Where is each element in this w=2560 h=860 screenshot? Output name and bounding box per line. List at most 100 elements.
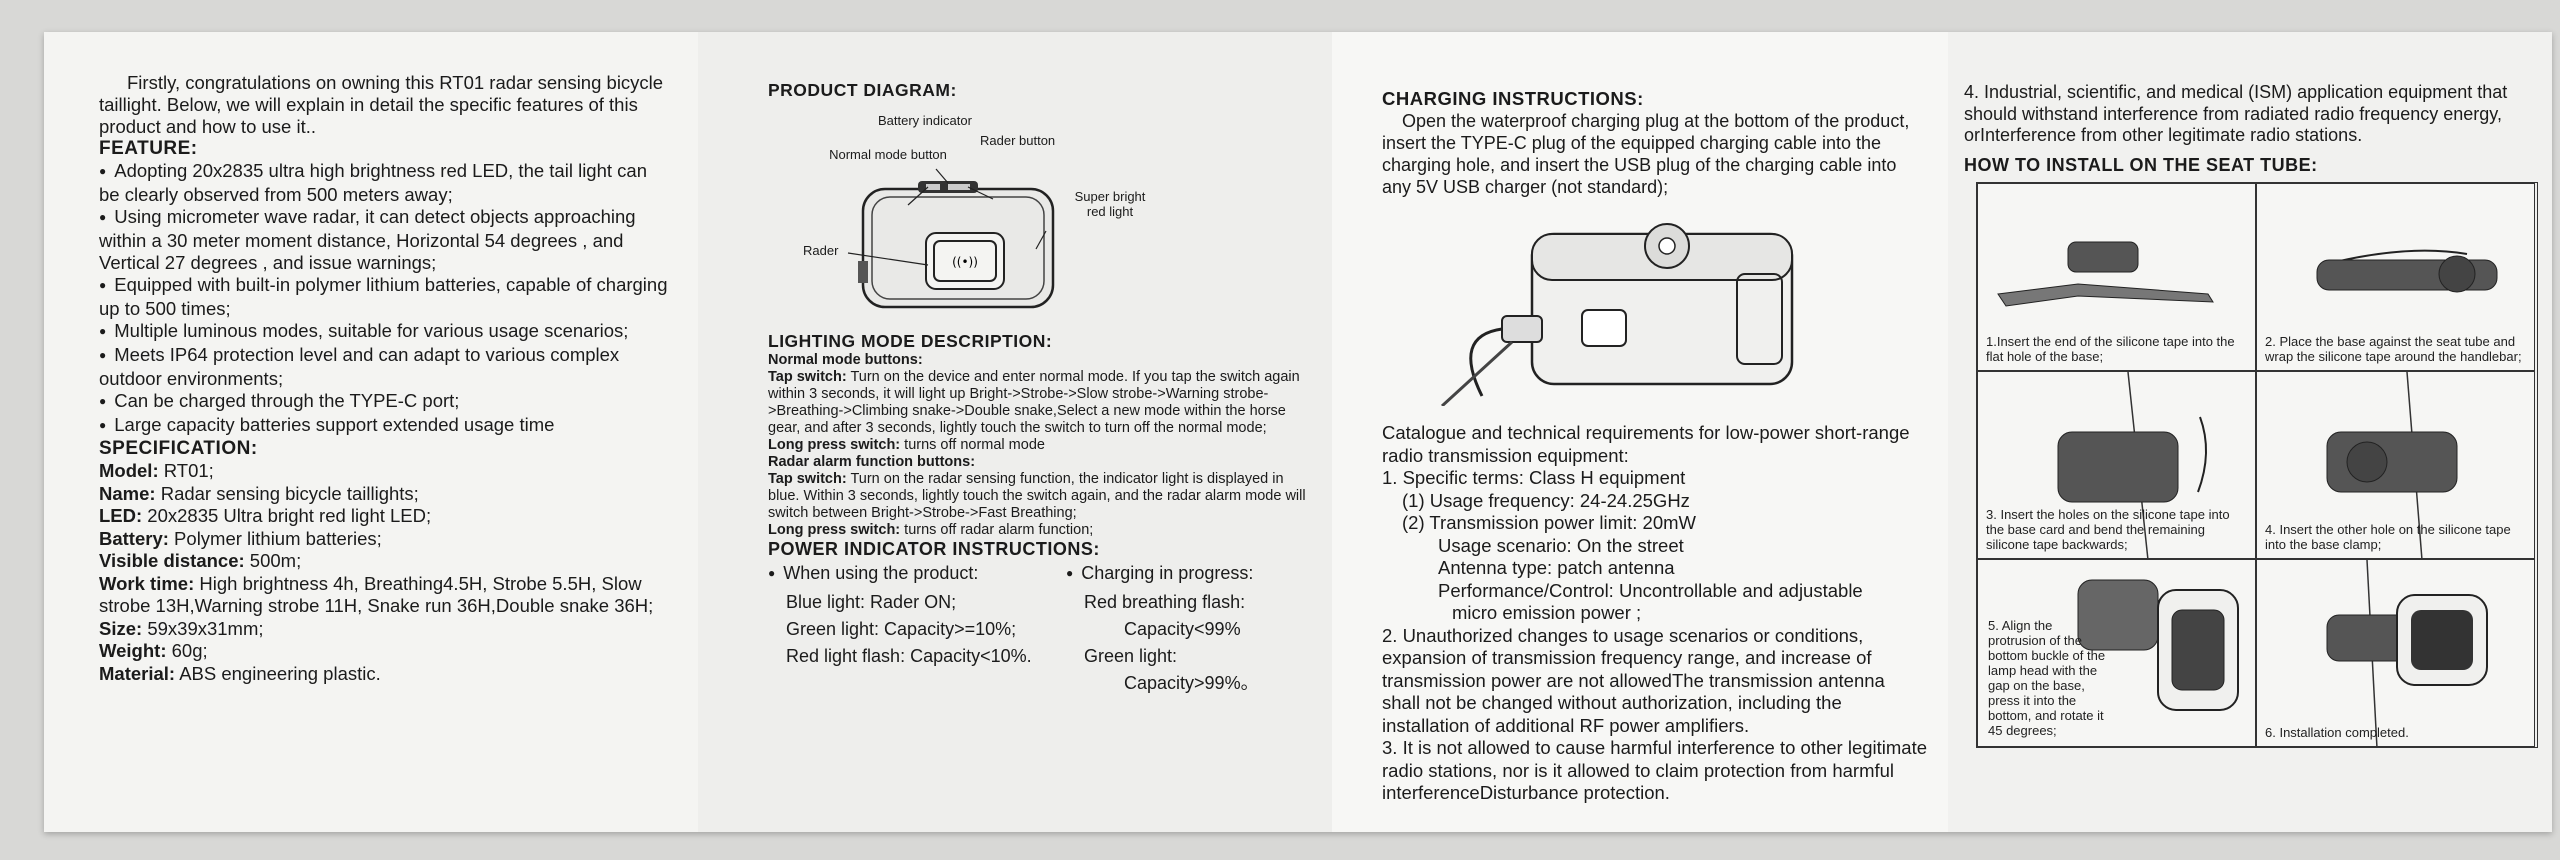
tap-switch-normal: Tap switch: Turn on the device and enter… xyxy=(768,369,1312,437)
spec-label: Battery: xyxy=(99,527,169,549)
spec-value: 59x39x31mm; xyxy=(142,617,264,639)
spec-row: Material: ABS engineering plastic. xyxy=(99,663,668,686)
spec-label: LED: xyxy=(99,505,143,526)
step-caption: 4. Insert the other hole on the silicone… xyxy=(2265,521,2511,552)
rule-2: 2. Unauthorized changes to usage scenari… xyxy=(1382,624,1885,736)
term-line: Antenna type: patch antenna xyxy=(1438,557,1675,578)
install-steps-grid: 1.Insert the end of the silicone tape in… xyxy=(1976,181,2538,748)
spec-value: High brightness 4h, Breathing4.5H, Strob… xyxy=(99,572,654,617)
power-line: Blue light: Rader ON; xyxy=(786,592,957,612)
spec-row: Work time: High brightness 4h, Breathing… xyxy=(99,573,668,618)
bend-strap-icon xyxy=(2057,371,2208,558)
feature-heading: FEATURE: xyxy=(99,138,198,159)
spec-row: Weight: 60g; xyxy=(99,640,668,663)
intro-text: Firstly, congratulations on owning this … xyxy=(99,72,664,137)
power-line: Capacity>99%。 xyxy=(1124,673,1259,693)
spec-label: Work time: xyxy=(99,572,195,594)
callout-rader-button: Rader button xyxy=(980,133,1056,148)
tap-label: Tap switch: xyxy=(768,471,847,487)
spec-row: Visible distance: 500m; xyxy=(99,550,668,573)
catalogue-text: Catalogue and technical requirements for… xyxy=(1382,422,1910,466)
spec-row: Battery: Polymer lithium batteries; xyxy=(99,528,668,551)
callout-battery-indicator: Battery indicator xyxy=(878,113,972,128)
long-label: Long press switch: xyxy=(768,437,901,453)
term-line: (2) Transmission power limit: 20mW xyxy=(1402,512,1697,533)
charging-device-icon xyxy=(1440,223,1794,408)
spec-label: Model: xyxy=(99,460,159,481)
panel-charging: CHARGING INSTRUCTIONS: Open the waterpro… xyxy=(1332,32,1948,832)
spec-value: ABS engineering plastic. xyxy=(175,662,381,684)
install-step-5: 5. Align the protrusion of the bottom bu… xyxy=(1977,558,2256,747)
power-line: Red light flash: Capacity<10%. xyxy=(786,646,1032,666)
spec-label: Name: xyxy=(99,482,156,504)
power-line: Charging in progress: xyxy=(1066,560,1306,589)
term-line: Performance/Control: Uncontrollable and … xyxy=(1438,579,1863,601)
install-step-6: 6. Installation completed. xyxy=(2256,558,2535,747)
charging-heading: CHARGING INSTRUCTIONS: xyxy=(1382,88,1644,109)
installed-lamp-icon xyxy=(2326,559,2488,746)
tap-switch-radar: Tap switch: Turn on the radar sensing fu… xyxy=(768,471,1312,522)
diagram-heading: PRODUCT DIAGRAM: xyxy=(768,80,957,100)
term-line: (1) Usage frequency: 24-24.25GHz xyxy=(1402,489,1690,511)
lighting-description: Normal mode buttons: Tap switch: Turn on… xyxy=(768,352,1312,539)
svg-text:((•)): ((•)) xyxy=(952,255,978,269)
lighting-heading: LIGHTING MODE DESCRIPTION: xyxy=(768,331,1053,351)
callout-super-bright: Super bright red light xyxy=(1074,189,1146,219)
tap-text: Turn on the device and enter normal mode… xyxy=(768,369,1300,436)
power-indicator-columns: When using the product: Blue light: Rade… xyxy=(768,560,1312,697)
spec-label: Material: xyxy=(99,662,176,684)
normal-buttons-label: Normal mode buttons: xyxy=(768,352,923,368)
attach-lamp-icon xyxy=(2077,579,2239,711)
manual-sheet: Firstly, congratulations on owning this … xyxy=(44,32,2552,832)
product-diagram: ((•)) Battery indicator Normal mode butt… xyxy=(768,111,1208,311)
ism-text: 4. Industrial, scientific, and medical (… xyxy=(1964,82,2508,145)
spec-value: Polymer lithium batteries; xyxy=(168,527,382,549)
power-col-charging: Charging in progress: Red breathing flas… xyxy=(1066,560,1306,697)
feature-item: Adopting 20x2835 ultra high brightness r… xyxy=(99,160,668,206)
spec-row: Model: RT01; xyxy=(99,460,668,483)
charging-text: Open the waterproof charging plug at the… xyxy=(1382,111,1910,197)
term-line: 1. Specific terms: Class H equipment xyxy=(1382,467,1686,488)
terms-list: 1. Specific terms: Class H equipment (1)… xyxy=(1382,467,1928,625)
spec-row: Size: 59x39x31mm; xyxy=(99,618,668,641)
spec-label: Visible distance: xyxy=(99,550,245,571)
spec-list: Model: RT01; Name: Radar sensing bicycle… xyxy=(99,460,668,685)
spec-heading: SPECIFICATION: xyxy=(99,438,258,459)
taillight-illustration: ((•)) xyxy=(847,168,1055,309)
radar-buttons-label: Radar alarm function buttons: xyxy=(768,454,976,470)
power-line: Capacity<99% xyxy=(1124,619,1241,639)
feature-item: Can be charged through the TYPE-C port; xyxy=(99,390,668,414)
long-text: turns off normal mode xyxy=(900,437,1045,453)
feature-item: Meets IP64 protection level and can adap… xyxy=(99,344,668,390)
callout-normal-button: Normal mode button xyxy=(829,147,947,162)
spec-value: 20x2835 Ultra bright red light LED; xyxy=(142,505,432,526)
spec-row: LED: 20x2835 Ultra bright red light LED; xyxy=(99,505,668,528)
power-line: Green light: xyxy=(1084,646,1178,666)
step-caption: 2. Place the base against the seat tube … xyxy=(2265,333,2522,364)
step-caption: 1.Insert the end of the silicone tape in… xyxy=(1986,333,2235,364)
rule-3: 3. It is not allowed to cause harmful in… xyxy=(1382,737,1928,803)
term-line: Usage scenario: On the street xyxy=(1438,534,1684,556)
spec-value: Radar sensing bicycle taillights; xyxy=(155,482,419,504)
callout-rader: Rader xyxy=(803,243,839,258)
long-text: turns off radar alarm function; xyxy=(900,522,1094,538)
install-step-3: 3. Insert the holes on the silicone tape… xyxy=(1977,370,2256,559)
long-label: Long press switch: xyxy=(768,522,901,538)
power-line: Green light: Capacity>=10%; xyxy=(786,619,1017,639)
step-caption: 3. Insert the holes on the silicone tape… xyxy=(1986,506,2230,552)
power-col-using: When using the product: Blue light: Rade… xyxy=(768,560,1038,697)
install-step-2: 2. Place the base against the seat tube … xyxy=(2256,182,2535,371)
wrap-strap-icon xyxy=(2316,249,2498,292)
install-heading: HOW TO INSTALL ON THE SEAT TUBE: xyxy=(1964,154,2318,175)
long-press-radar: Long press switch: turns off radar alarm… xyxy=(768,522,1312,539)
panel-install: 4. Industrial, scientific, and medical (… xyxy=(1948,32,2552,832)
tap-label: Tap switch: xyxy=(768,369,847,385)
step-caption: 5. Align the protrusion of the bottom bu… xyxy=(1988,617,2106,738)
install-step-1: 1.Insert the end of the silicone tape in… xyxy=(1977,182,2256,371)
spec-label: Weight: xyxy=(99,640,167,661)
install-step-4: 4. Insert the other hole on the silicone… xyxy=(2256,370,2535,559)
term-line: micro emission power ; xyxy=(1452,602,1642,623)
spec-value: 60g; xyxy=(166,640,208,661)
feature-item: Using micrometer wave radar, it can dete… xyxy=(99,206,668,274)
tap-text: Turn on the radar sensing function, the … xyxy=(768,471,1306,521)
